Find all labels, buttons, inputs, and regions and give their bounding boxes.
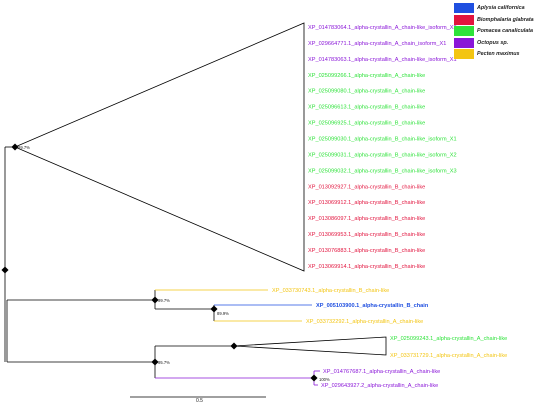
legend-swatch bbox=[454, 14, 474, 25]
leaf-label: XP_025099031.1_alpha-crystallin_B_chain-… bbox=[308, 152, 457, 158]
legend-swatch bbox=[454, 26, 474, 37]
leaf-label: XP_013086097.1_alpha-crystallin_B_chain-… bbox=[308, 216, 425, 222]
species-legend: Aplysia californica Biomphalaria glabrat… bbox=[454, 3, 548, 61]
support-bottom-outer: 95.7% bbox=[158, 360, 170, 365]
leaf-label: XP_013069953.1_alpha-crystallin_B_chain-… bbox=[308, 232, 425, 238]
leaf-label: XP_013069914.1_alpha-crystallin_B_chain-… bbox=[308, 264, 425, 270]
node-marker bbox=[151, 358, 159, 366]
legend-label: Pecten maximus bbox=[477, 51, 520, 58]
leaf-label: XP_025096925.1_alpha-crystallin_B_chain-… bbox=[308, 121, 425, 127]
legend-label: Octopus sp. bbox=[477, 39, 509, 46]
node-marker bbox=[1, 266, 9, 274]
leaf-label: XP_025099030.1_alpha-crystallin_B_chain-… bbox=[308, 137, 457, 143]
node-marker bbox=[151, 296, 159, 304]
legend-swatch bbox=[454, 3, 474, 13]
legend-item: Pomacea canaliculata bbox=[454, 26, 548, 37]
legend-item: Aplysia californica bbox=[454, 3, 548, 13]
legend-swatch bbox=[454, 49, 474, 60]
legend-label: Aplysia californica bbox=[477, 5, 525, 11]
support-octopus: 100% bbox=[319, 377, 330, 382]
support-middle-inner: 89.9% bbox=[217, 311, 229, 316]
leaf-label: XP_025099080.1_alpha-crystallin_A_chain-… bbox=[308, 89, 425, 95]
leaf-label: XP_025099266.1_alpha-crystallin_A_chain-… bbox=[308, 73, 425, 79]
leaf-label: XP_033731729.1_alpha-crystallin_A_chain-… bbox=[390, 353, 507, 359]
node-marker bbox=[310, 374, 318, 382]
legend-item: Biomphalaria glabrata bbox=[454, 14, 548, 25]
leaf-label: XP_014767687.1_alpha-crystallin_A_chain-… bbox=[323, 369, 440, 375]
legend-item: Octopus sp. bbox=[454, 37, 548, 48]
leaf-label: XP_025099032.1_alpha-crystallin_B_chain-… bbox=[308, 168, 457, 174]
leaf-label: XP_033730743.1_alpha-crystallin_B_chain-… bbox=[272, 288, 389, 294]
leaf-label: XP_014783063.1_alpha-crystallin_A_chain-… bbox=[308, 57, 457, 63]
leaf-label: XP_025096613.1_alpha-crystallin_B_chain-… bbox=[308, 105, 425, 111]
node-marker bbox=[11, 143, 19, 151]
legend-label: Biomphalaria glabrata bbox=[477, 16, 534, 23]
leaf-label: XP_013069912.1_alpha-crystallin_B_chain-… bbox=[308, 200, 425, 206]
collapsed-clade-triangle bbox=[13, 22, 305, 272]
leaf-label: XP_005103900.1_alpha-crystallin_B_chain bbox=[316, 303, 429, 309]
leaf-label: XP_013076883.1_alpha-crystallin_B_chain-… bbox=[308, 248, 425, 254]
node-marker bbox=[210, 305, 218, 313]
node-marker bbox=[230, 342, 238, 350]
leaf-label: XP_013092927.1_alpha-crystallin_B_chain-… bbox=[308, 184, 425, 190]
leaf-label: XP_033732292.1_alpha-crystallin_A_chain-… bbox=[306, 319, 423, 325]
leaf-label: XP_025099243.1_alpha-crystallin_A_chain-… bbox=[390, 336, 507, 342]
triangle-leaf-labels: XP_014783064.1_alpha-crystallin_A_chain-… bbox=[308, 25, 457, 270]
leaf-label: XP_029664771.1_alpha-crystallin_A_chain_… bbox=[308, 41, 446, 47]
scale-bar-label: 0.5 bbox=[196, 398, 203, 404]
legend-swatch bbox=[454, 37, 474, 48]
legend-item: Pecten maximus bbox=[454, 49, 548, 60]
node-markers bbox=[1, 143, 318, 382]
leaf-label: XP_029643927.2_alpha-crystallin_A_chain-… bbox=[321, 383, 438, 389]
leaf-label: XP_014783064.1_alpha-crystallin_A_chain-… bbox=[308, 25, 457, 31]
support-triangle-group: 99.7% bbox=[18, 145, 30, 150]
support-middle-outer: 99.7% bbox=[158, 298, 170, 303]
legend-label: Pomacea canaliculata bbox=[477, 28, 534, 35]
small-collapsed-triangle bbox=[233, 336, 387, 356]
